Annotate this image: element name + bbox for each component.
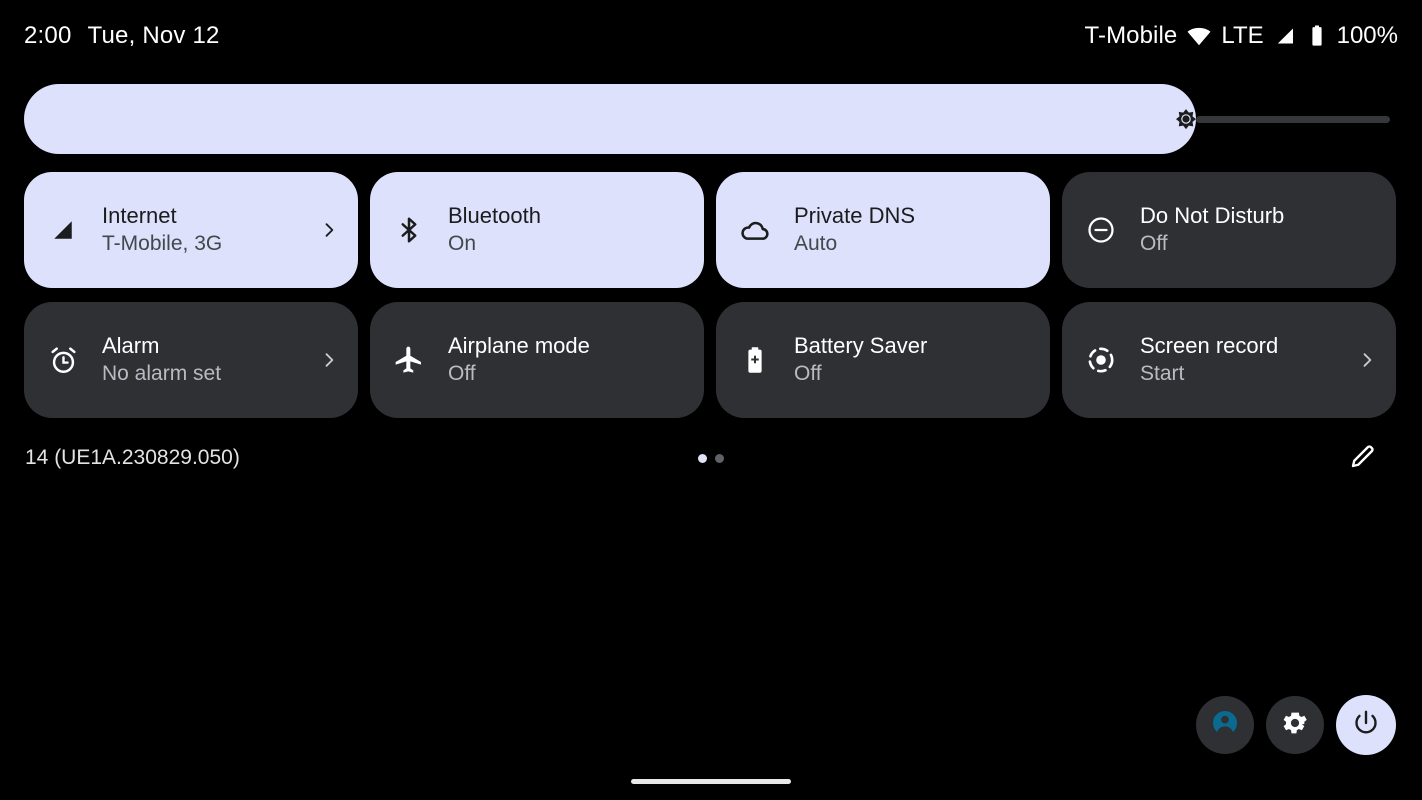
tile-text: Battery Saver Off (794, 332, 927, 388)
tile-text: Internet T-Mobile, 3G (102, 202, 222, 258)
tile-subtitle: On (448, 232, 477, 255)
status-bar-date: Tue, Nov 12 (87, 22, 220, 49)
do-not-disturb-icon (1084, 213, 1118, 247)
cloud-icon (738, 213, 772, 247)
brightness-slider[interactable] (24, 84, 1398, 154)
quick-settings-tiles: Internet T-Mobile, 3G Bluetooth On (24, 172, 1398, 418)
build-version-label: 14 (UE1A.230829.050) (25, 446, 240, 469)
status-bar-left: 2:00 Tue, Nov 12 (24, 22, 220, 50)
bluetooth-icon (392, 213, 426, 247)
tile-subtitle: Off (448, 362, 476, 385)
page-indicator[interactable] (698, 453, 724, 463)
tile-title: Screen record (1140, 333, 1279, 358)
tile-alarm[interactable]: Alarm No alarm set (24, 302, 358, 418)
tile-text: Alarm No alarm set (102, 332, 221, 388)
tile-title: Bluetooth (448, 203, 541, 228)
brightness-track[interactable] (1196, 116, 1390, 123)
tile-battery-saver[interactable]: Battery Saver Off (716, 302, 1050, 418)
tile-screen-record[interactable]: Screen record Start (1062, 302, 1396, 418)
wifi-icon (1186, 23, 1212, 49)
screen-record-icon (1084, 343, 1118, 377)
gear-icon (1280, 708, 1310, 743)
tile-subtitle: T-Mobile, 3G (102, 232, 223, 255)
tile-text: Do Not Disturb Off (1140, 202, 1284, 258)
tile-subtitle: Start (1140, 362, 1185, 385)
tile-text: Bluetooth On (448, 202, 541, 258)
edit-tiles-button[interactable] (1346, 441, 1380, 475)
user-switcher-button[interactable] (1196, 696, 1254, 754)
tile-subtitle: Auto (794, 232, 838, 255)
tile-title: Alarm (102, 333, 160, 358)
tile-title: Airplane mode (448, 333, 590, 358)
tile-title: Internet (102, 203, 177, 228)
network-type-label: LTE (1221, 22, 1264, 49)
tile-airplane-mode[interactable]: Airplane mode Off (370, 302, 704, 418)
brightness-icon (1170, 103, 1202, 135)
chevron-right-icon[interactable] (1356, 346, 1378, 374)
page-dot-2[interactable] (715, 453, 724, 463)
alarm-clock-icon (46, 343, 80, 377)
tile-do-not-disturb[interactable]: Do Not Disturb Off (1062, 172, 1396, 288)
status-bar-right: T-Mobile LTE 100% (1085, 22, 1398, 50)
tile-bluetooth[interactable]: Bluetooth On (370, 172, 704, 288)
carrier-label: T-Mobile (1084, 22, 1178, 49)
tile-text: Airplane mode Off (448, 332, 590, 388)
status-bar: 2:00 Tue, Nov 12 T-Mobile LTE 100% (0, 0, 1422, 72)
home-indicator[interactable] (631, 779, 791, 784)
signal-cellular-icon (46, 213, 80, 247)
airplane-icon (392, 343, 426, 377)
tile-private-dns[interactable]: Private DNS Auto (716, 172, 1050, 288)
chevron-right-icon[interactable] (318, 216, 340, 244)
bottom-action-buttons (1196, 695, 1396, 755)
tile-internet[interactable]: Internet T-Mobile, 3G (24, 172, 358, 288)
user-avatar-icon (1210, 708, 1240, 743)
tile-title: Battery Saver (794, 333, 928, 358)
status-bar-clock: 2:00 (24, 22, 72, 49)
chevron-right-icon[interactable] (318, 346, 340, 374)
tile-title: Private DNS (794, 203, 916, 228)
page-dot-1[interactable] (698, 453, 707, 463)
settings-button[interactable] (1266, 696, 1324, 754)
battery-percent-label: 100% (1336, 22, 1398, 49)
signal-bars-icon (1273, 24, 1297, 48)
tile-title: Do Not Disturb (1140, 203, 1285, 228)
tile-text: Screen record Start (1140, 332, 1278, 388)
battery-saver-icon (738, 343, 772, 377)
tile-text: Private DNS Auto (794, 202, 915, 258)
power-icon (1351, 708, 1381, 743)
tile-subtitle: No alarm set (102, 362, 222, 385)
footer-row: 14 (UE1A.230829.050) (0, 438, 1422, 478)
tile-subtitle: Off (794, 362, 822, 385)
pencil-icon (1348, 441, 1378, 476)
battery-icon (1306, 24, 1328, 48)
power-button[interactable] (1336, 695, 1396, 755)
brightness-fill[interactable] (24, 84, 1196, 154)
tile-subtitle: Off (1140, 232, 1168, 255)
